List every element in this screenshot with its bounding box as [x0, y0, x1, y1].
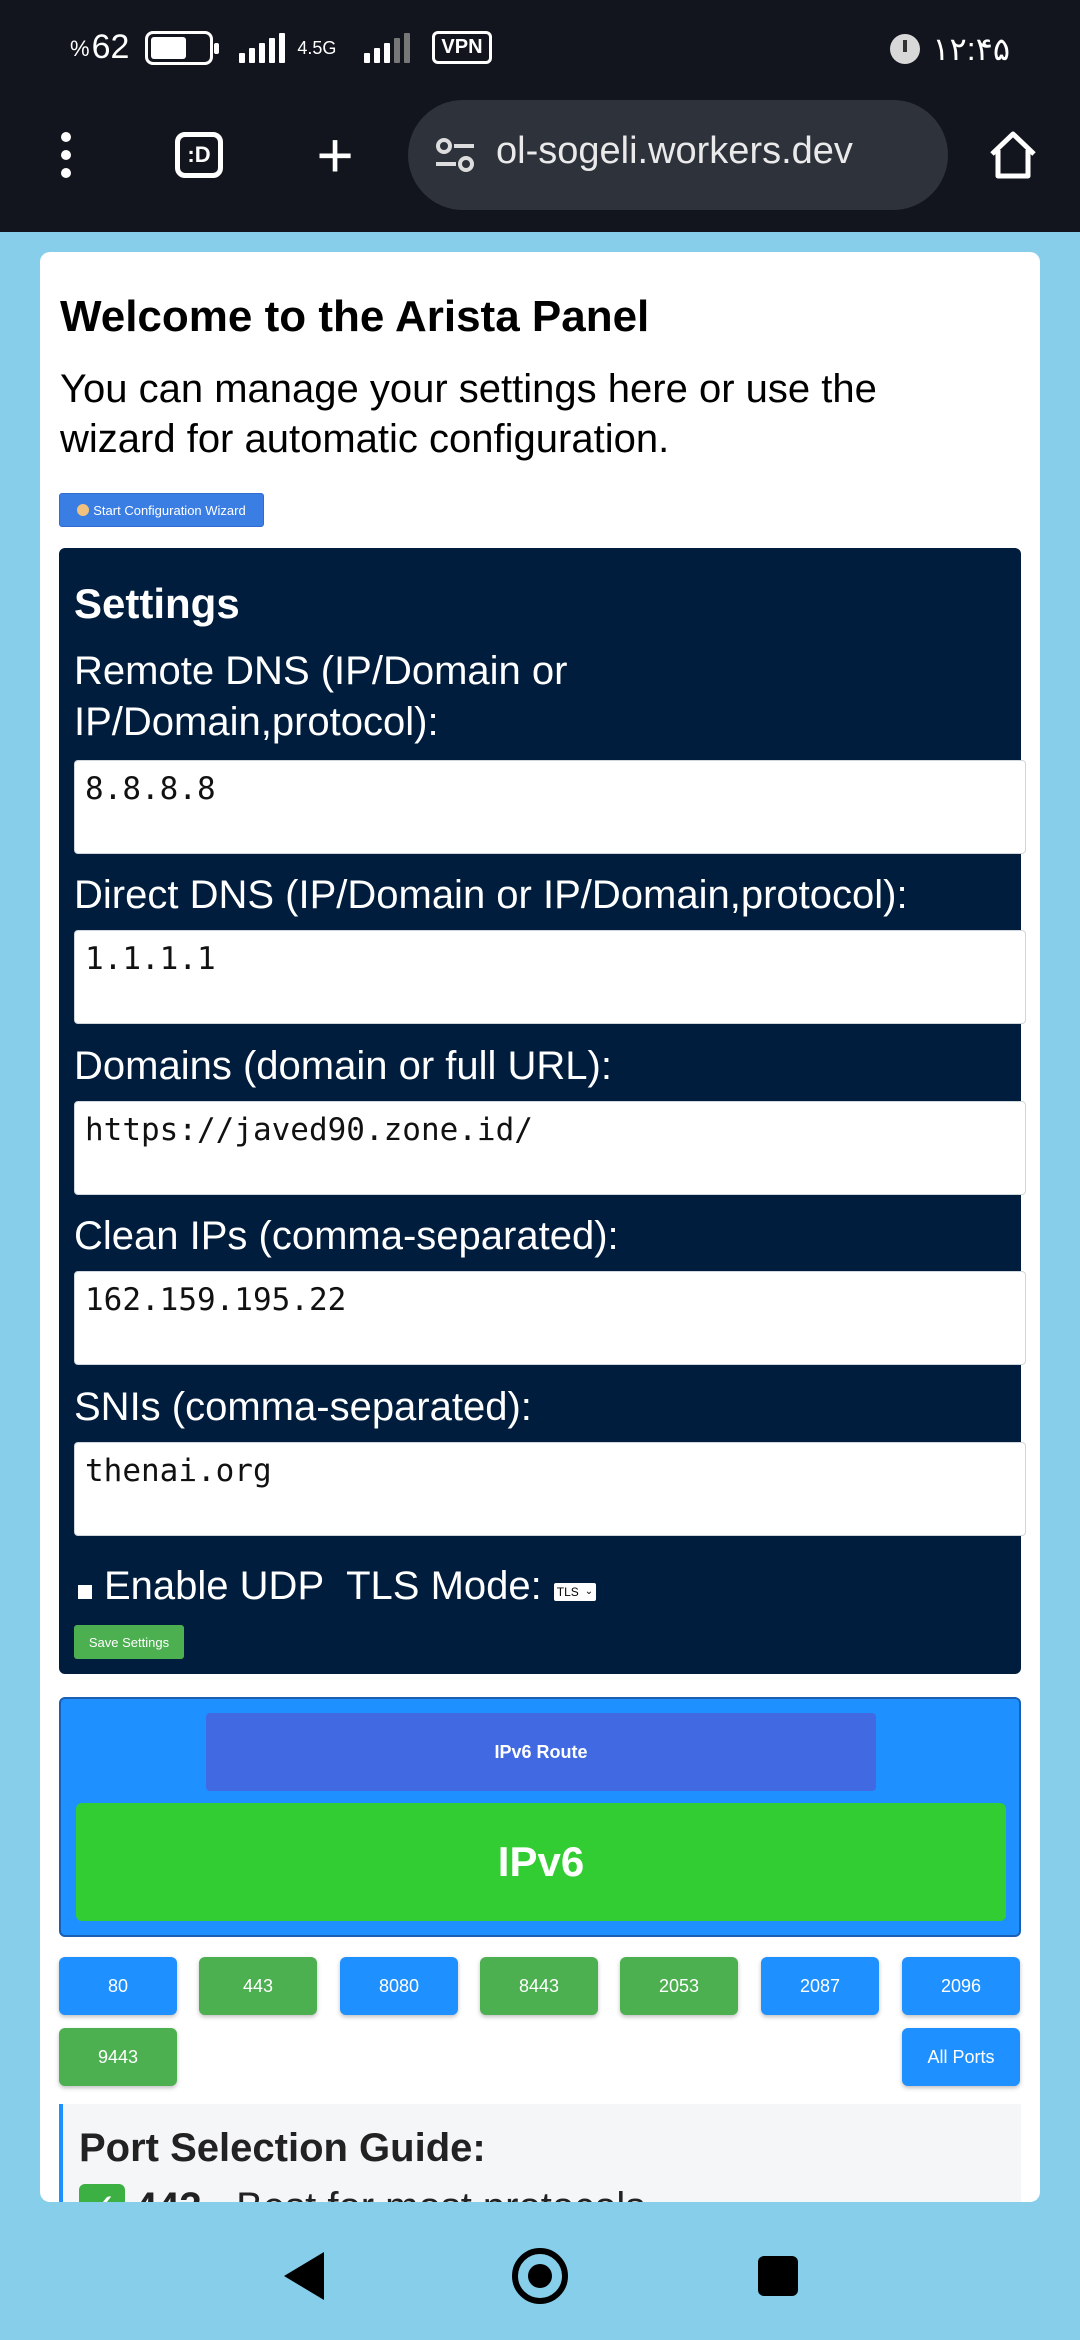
- all-ports-button[interactable]: All Ports: [902, 2028, 1020, 2086]
- snis-label: SNIs (comma-separated):: [74, 1385, 532, 1429]
- recents-icon[interactable]: [758, 2256, 798, 2296]
- page-card: Welcome to the Arista Panel You can mana…: [40, 252, 1040, 2202]
- snis-input[interactable]: thenai.org: [74, 1442, 1026, 1536]
- home-icon[interactable]: [980, 122, 1046, 188]
- port-button-2087[interactable]: 2087: [761, 1957, 879, 2015]
- home-nav-icon[interactable]: [512, 2248, 568, 2304]
- battery-icon: [145, 30, 220, 65]
- guide-line: ✓ 443 - Best for most protocols: [79, 2184, 645, 2202]
- tab-switcher-button[interactable]: :D: [166, 122, 232, 188]
- udp-tls-row: Enable UDP TLS Mode: TLS ⌄: [74, 1564, 597, 1609]
- signal-secondary-icon: [364, 32, 411, 63]
- port-button-80[interactable]: 80: [59, 1957, 177, 2015]
- network-type: 4.5G: [297, 37, 337, 58]
- navigation-bar: [0, 2210, 1080, 2340]
- start-wizard-button[interactable]: Start Configuration Wizard: [59, 493, 264, 527]
- intro-text: You can manage your settings here or use…: [60, 367, 877, 461]
- clean-ips-label: Clean IPs (comma-separated):: [74, 1214, 619, 1258]
- enable-udp-label: Enable UDP: [104, 1564, 325, 1608]
- status-bar: %62 4.5G VPN ۱۲:۴۵: [0, 18, 1080, 78]
- ipv6-panel: IPv6 Route IPv6: [59, 1697, 1021, 1937]
- guide-port: 443: [135, 2185, 202, 2203]
- page-title: Welcome to the Arista Panel: [60, 292, 650, 341]
- guide-heading: Port Selection Guide:: [79, 2126, 486, 2170]
- clock: ۱۲:۴۵: [932, 31, 1010, 67]
- save-settings-button[interactable]: Save Settings: [74, 1625, 184, 1659]
- enable-udp-checkbox[interactable]: [78, 1584, 92, 1599]
- port-button-2096[interactable]: 2096: [902, 1957, 1020, 2015]
- status-left: %62 4.5G VPN: [70, 28, 492, 67]
- back-icon[interactable]: [284, 2252, 324, 2300]
- port-button-2053[interactable]: 2053: [620, 1957, 738, 2015]
- domains-label: Domains (domain or full URL):: [74, 1044, 612, 1088]
- guide-text: - Best for most protocols: [212, 2185, 645, 2203]
- direct-dns-input[interactable]: 1.1.1.1: [74, 930, 1026, 1024]
- site-settings-icon[interactable]: [430, 130, 480, 180]
- port-button-8080[interactable]: 8080: [340, 1957, 458, 2015]
- browser-toolbar: :D + ol-sogeli.workers.dev: [0, 100, 1080, 210]
- vpn-badge: VPN: [432, 31, 492, 64]
- signal-icon: [239, 32, 286, 63]
- url-text: ol-sogeli.workers.dev: [496, 130, 853, 172]
- wizard-icon: [77, 504, 90, 516]
- direct-dns-label: Direct DNS (IP/Domain or IP/Domain,proto…: [74, 873, 908, 917]
- domains-input[interactable]: https://javed90.zone.id/: [74, 1101, 1026, 1195]
- remote-dns-label: Remote DNS (IP/Domain or IP/Domain,proto…: [74, 649, 568, 744]
- new-tab-icon[interactable]: +: [316, 119, 354, 191]
- settings-heading: Settings: [74, 580, 240, 627]
- port-guide: Port Selection Guide: ✓ 443 - Best for m…: [59, 2104, 1021, 2202]
- battery-percent: %62: [70, 28, 130, 66]
- check-icon: ✓: [79, 2184, 125, 2202]
- port-button-443[interactable]: 443: [199, 1957, 317, 2015]
- settings-panel: Settings Remote DNS (IP/Domain or IP/Dom…: [59, 548, 1026, 1674]
- battery-fill: [151, 36, 187, 59]
- port-button-8443[interactable]: 8443: [480, 1957, 598, 2015]
- clean-ips-input[interactable]: 162.159.195.22: [74, 1271, 1026, 1365]
- remote-dns-input[interactable]: 8.8.8.8: [74, 760, 1026, 854]
- menu-icon[interactable]: [33, 122, 99, 188]
- status-right: ۱۲:۴۵: [890, 30, 1010, 68]
- ipv6-button[interactable]: IPv6: [76, 1803, 1006, 1921]
- alarm-icon: [890, 34, 921, 64]
- address-bar[interactable]: ol-sogeli.workers.dev: [408, 100, 948, 210]
- tls-mode-select[interactable]: TLS ⌄: [553, 1582, 597, 1601]
- browser-chrome: %62 4.5G VPN ۱۲:۴۵ :D + ol: [0, 0, 1080, 232]
- ipv6-route-button[interactable]: IPv6 Route: [206, 1713, 876, 1791]
- port-button-9443[interactable]: 9443: [59, 2028, 177, 2086]
- chevron-down-icon: ⌄: [584, 1586, 594, 1597]
- tls-mode-label: TLS Mode:: [346, 1564, 542, 1608]
